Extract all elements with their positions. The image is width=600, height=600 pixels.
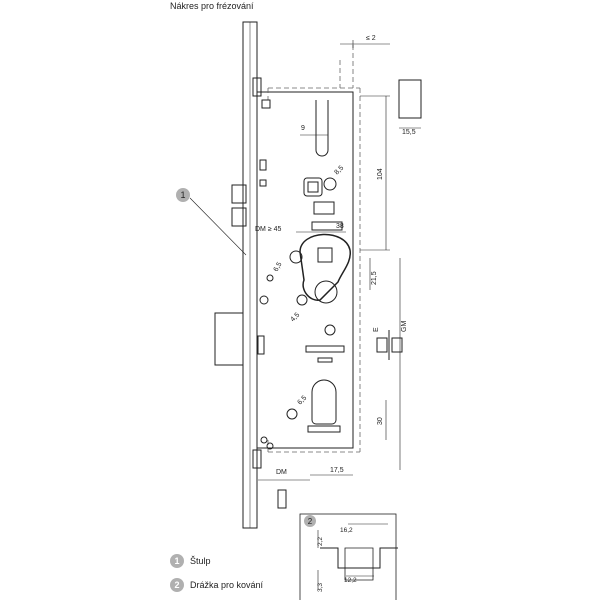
- page-title: Nákres pro frézování: [170, 1, 254, 11]
- dim-dm45: DM ≥ 45: [255, 226, 282, 233]
- dim-gm: GM: [401, 321, 408, 332]
- dim-4-5: 4,5: [289, 312, 301, 324]
- latch-bolt: [231, 184, 247, 204]
- callout-2-number: 2: [308, 517, 313, 526]
- legend-label-2: Drážka pro kování: [190, 580, 264, 590]
- dim-38: 38: [336, 223, 344, 230]
- dim-2-2: 2,2: [317, 537, 324, 546]
- lock-body: [256, 91, 354, 449]
- legend-label-1: Štulp: [190, 556, 211, 566]
- callout-2-marker: [304, 515, 316, 527]
- cylinder-cutout: [311, 379, 337, 425]
- legend-item-2: 2 Drážka pro kování: [170, 578, 263, 592]
- dim-12-2: 12,2: [344, 577, 357, 584]
- callout-1-number: 1: [180, 190, 185, 200]
- dim-15-5: 15,5: [402, 129, 416, 136]
- dim-le2: ≤ 2: [366, 35, 376, 42]
- legend-number-1: 1: [170, 554, 184, 568]
- dim-21-5: 21,5: [371, 271, 378, 285]
- dim-8-5: 8,5: [333, 165, 345, 177]
- dim-30: 30: [377, 417, 384, 425]
- dim-3-3: 3,3: [317, 583, 324, 592]
- callout-1-marker: [176, 188, 190, 202]
- groove-detail-box: [299, 513, 397, 600]
- legend-item-1: 1 Štulp: [170, 554, 211, 568]
- dead-bolt: [214, 312, 244, 366]
- dim-6-5-a: 6,5: [273, 261, 284, 273]
- dim-9: 9: [301, 125, 305, 132]
- legend-number-2: 2: [170, 578, 184, 592]
- dim-e: E: [373, 327, 380, 332]
- dim-dm: DM: [276, 469, 287, 476]
- dim-6-5-b: 6,5: [296, 395, 308, 407]
- handle-follower: [299, 233, 351, 301]
- dim-17-5: 17,5: [330, 467, 344, 474]
- follower: [303, 177, 323, 197]
- dim-104: 104: [377, 168, 384, 180]
- dim-16-2: 16,2: [340, 527, 353, 534]
